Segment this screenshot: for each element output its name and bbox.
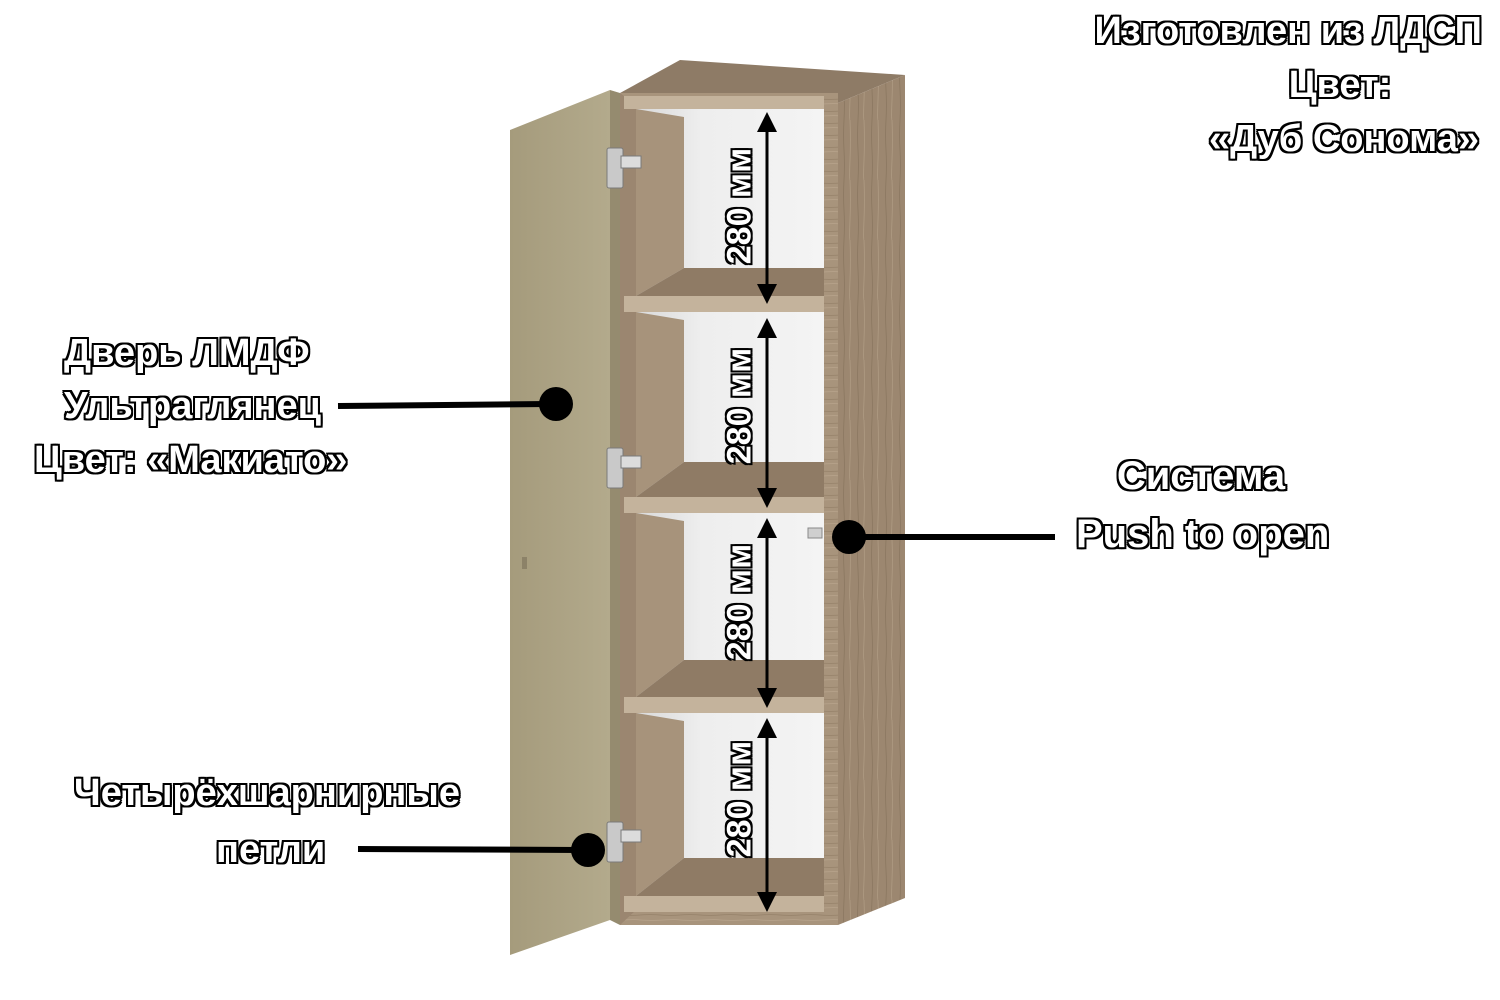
- hinge-icon: [606, 821, 642, 863]
- door-note-color: Цвет: «Макиато»: [33, 439, 348, 481]
- hinge-icon: [606, 447, 642, 489]
- system-note-value: Push to open: [1075, 512, 1330, 556]
- height-arrow-3: [757, 518, 777, 708]
- door-note-finish: Ультраглянец: [63, 385, 322, 427]
- top-edge: [624, 96, 824, 109]
- hinge-icon: [606, 147, 642, 189]
- cabinet-right-side: [838, 75, 905, 925]
- compartment-1: [636, 109, 824, 296]
- material-color-label: Цвет:: [1288, 64, 1393, 106]
- shelf-edge-2: [624, 497, 824, 513]
- door-edge: [610, 90, 620, 925]
- compartment-2: [636, 312, 824, 497]
- push-to-open-mechanism-icon: [807, 527, 823, 539]
- bottom-edge: [624, 896, 824, 912]
- shelf-edge-3: [624, 697, 824, 713]
- height-arrow-1: [757, 112, 777, 304]
- material-color-value: «Дуб Сонома»: [1208, 118, 1480, 160]
- door-note-title: Дверь ЛМДФ: [63, 332, 311, 374]
- compartment-4: [636, 713, 824, 896]
- hinges-note-title: Четырёхшарнирные: [73, 772, 461, 814]
- shelf-edge-1: [624, 296, 824, 312]
- cabinet-top: [620, 60, 905, 103]
- height-arrow-2: [757, 318, 777, 508]
- hinges-note-subtitle: петли: [215, 829, 326, 871]
- system-callout-leader: [832, 520, 1055, 554]
- system-note-title: Система: [1116, 454, 1286, 498]
- door-inner-face: [510, 90, 610, 955]
- compartment-3: [636, 513, 824, 697]
- door-callout-leader: [337, 387, 573, 421]
- hinges-callout-leader: [357, 833, 605, 867]
- push-latch-pad: [522, 557, 527, 569]
- material-note: Изготовлен из ЛДСП: [1082, 10, 1483, 52]
- height-arrow-4: [757, 718, 777, 912]
- material-note-line1: Изготовлен из ЛДСП: [1093, 10, 1483, 52]
